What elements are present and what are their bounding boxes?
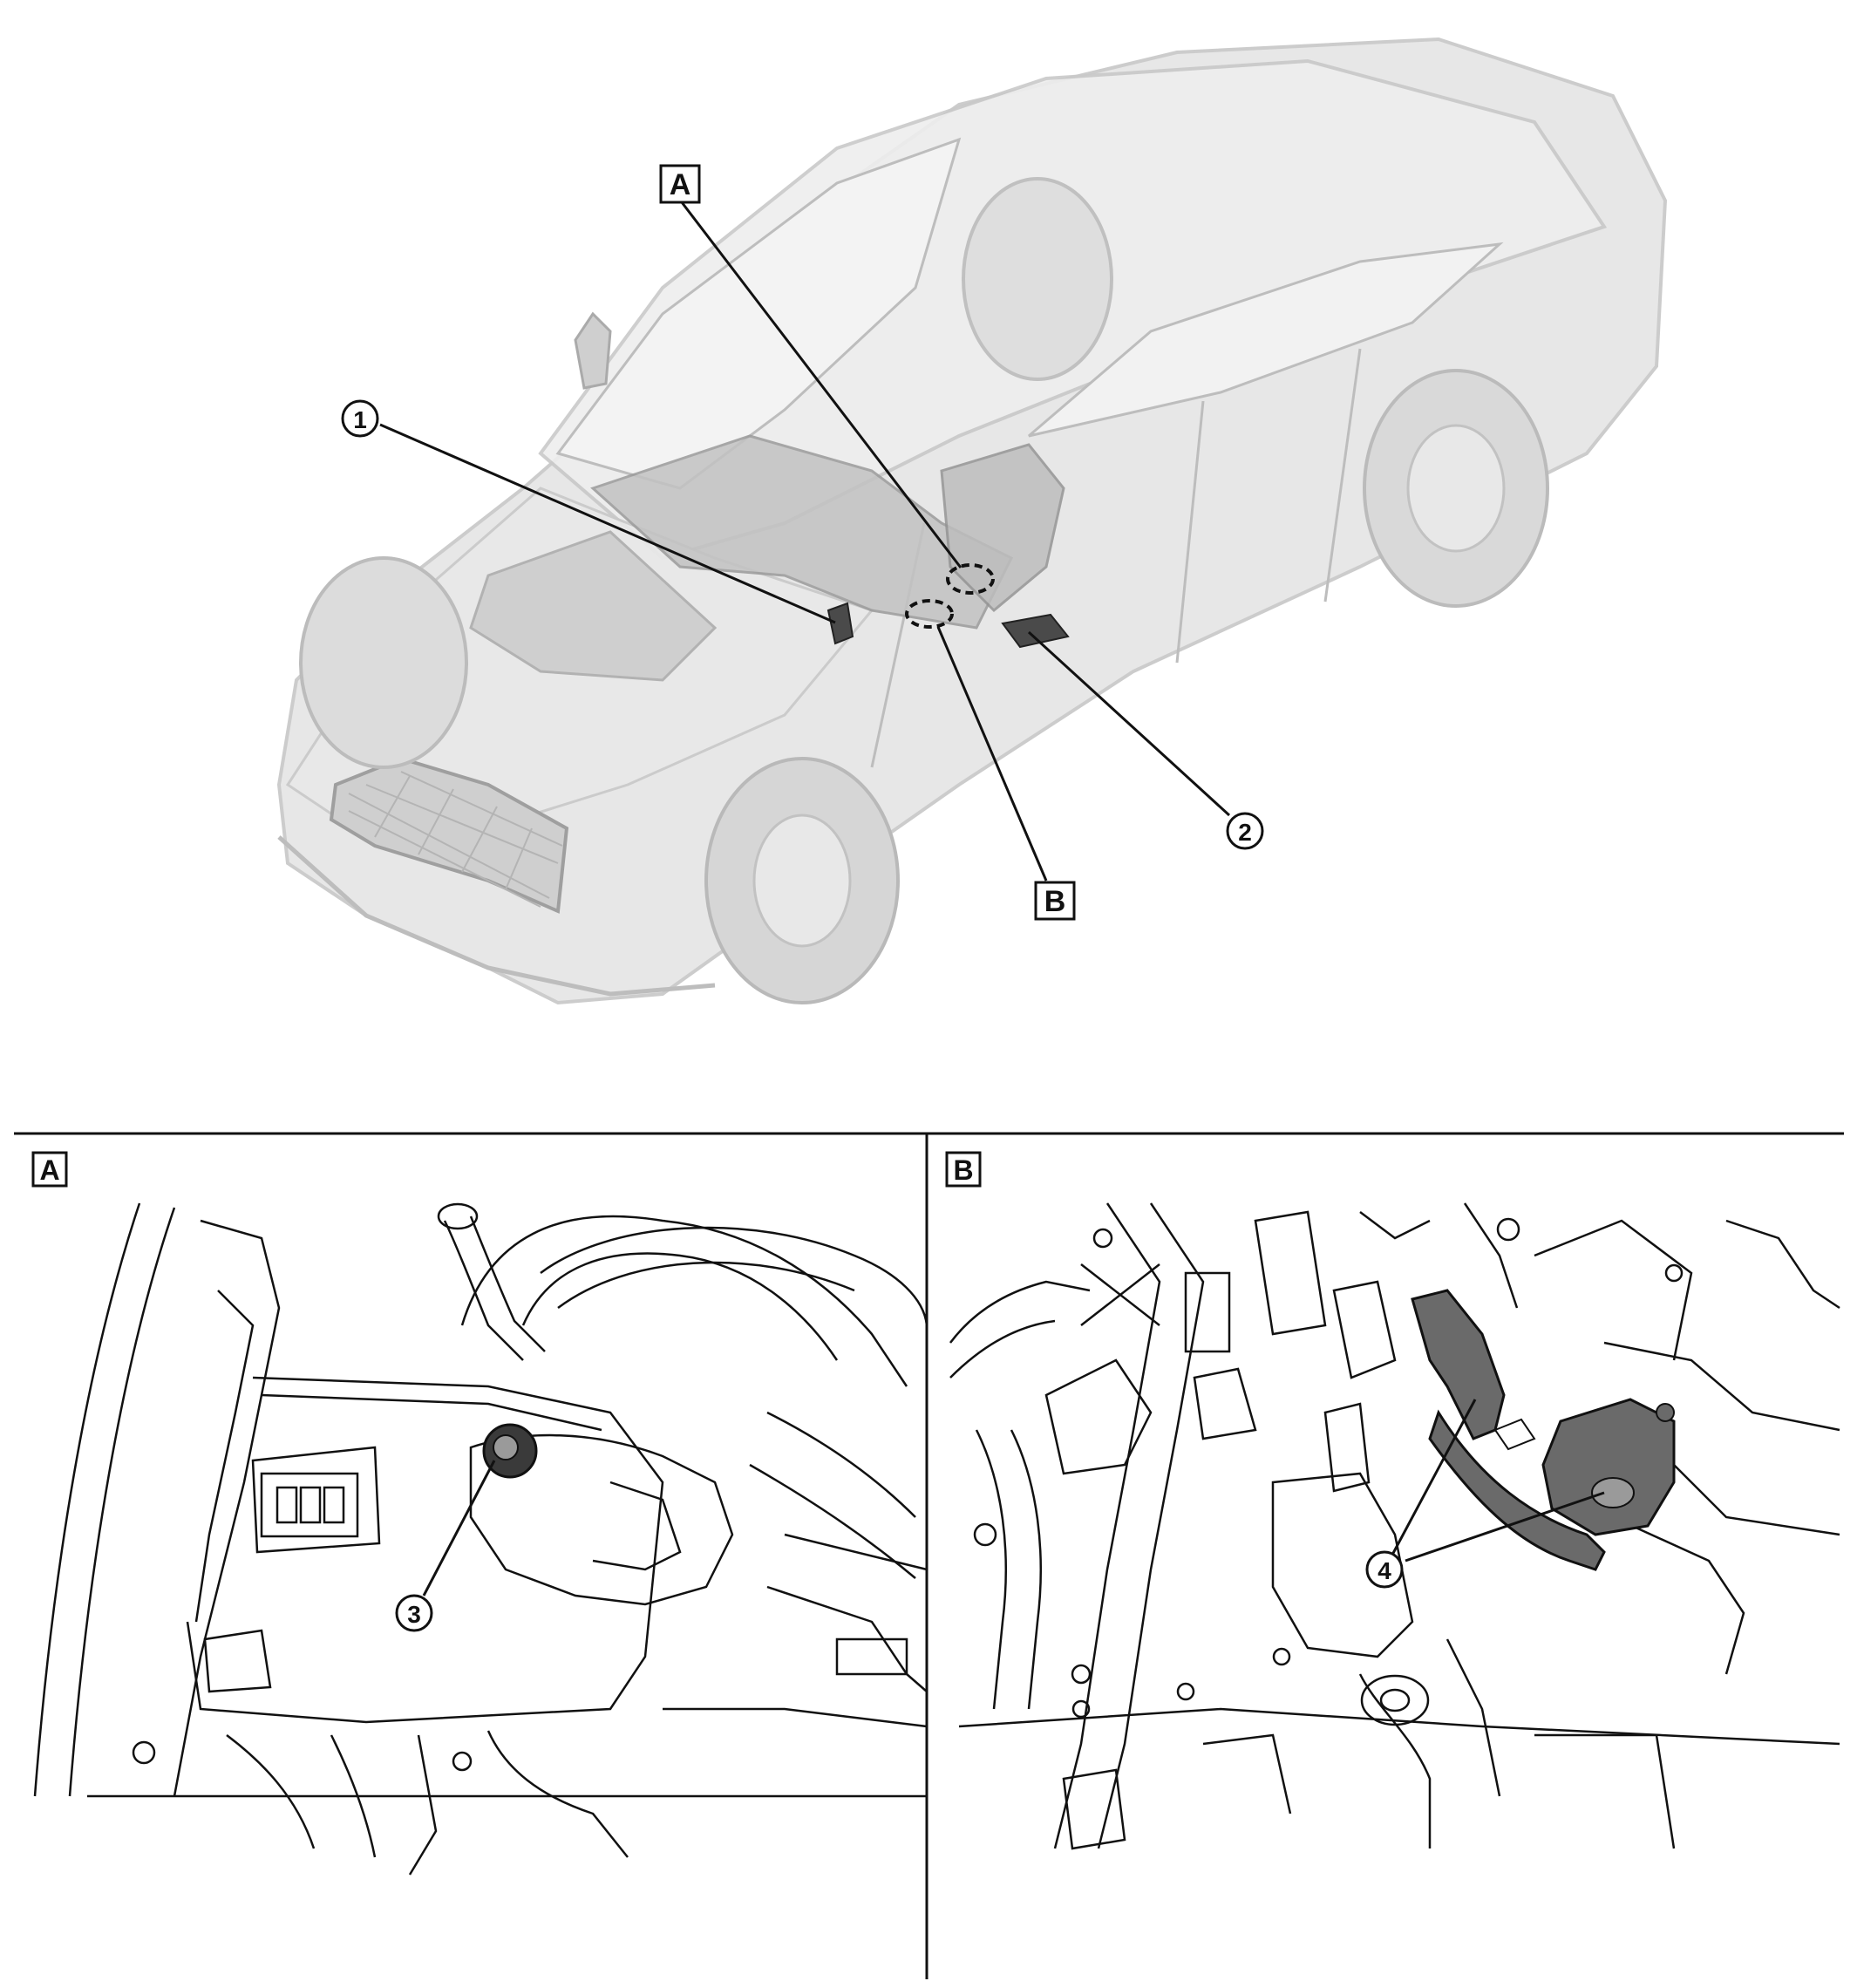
- car-grille-mesh: [348, 771, 563, 908]
- callout-4-label: 4: [1377, 1557, 1391, 1584]
- callout-3-label: 3: [407, 1601, 421, 1628]
- callout-1-circle: [341, 399, 379, 438]
- locator-ellipse-a: [946, 563, 995, 595]
- view-b-box: [1034, 881, 1076, 921]
- panel-a-drawing: [33, 1202, 928, 1876]
- leader-4a: [1390, 1399, 1477, 1557]
- panel-b-label-box: [945, 1151, 982, 1188]
- leader-1: [379, 423, 836, 624]
- leader-a: [680, 201, 963, 568]
- component-4-port: [1591, 1477, 1635, 1508]
- callout-1-label: 1: [353, 406, 367, 433]
- component-4-body: [1541, 1398, 1676, 1536]
- callout-3-circle: [395, 1594, 433, 1632]
- leader-3: [422, 1460, 496, 1597]
- part-2-marker: [1001, 613, 1070, 649]
- steering-area: [940, 443, 1065, 613]
- wheel-hub-rear-right: [1406, 424, 1506, 553]
- car-bumper: [277, 835, 716, 997]
- leader-4-lines: [1390, 1399, 1605, 1562]
- car-overview: [276, 37, 1668, 1005]
- panel-a-label: A: [39, 1154, 59, 1186]
- wheel-front-left: [299, 556, 468, 769]
- view-b-label: B: [1044, 885, 1066, 918]
- panel-b-label: B: [953, 1154, 973, 1186]
- panel-a-label-box: [31, 1151, 68, 1188]
- car-grille: [329, 756, 569, 914]
- component-4-connector: [1493, 1418, 1536, 1451]
- callout-2-label: 2: [1238, 819, 1252, 846]
- overview-callouts: A 1 B 2: [341, 164, 1264, 921]
- part-1-marker: [826, 602, 854, 645]
- engine-bay-components: [469, 530, 718, 682]
- callout-2-circle: [1226, 812, 1264, 850]
- view-a-label: A: [670, 168, 691, 201]
- callout-4-circle: [1365, 1550, 1404, 1589]
- component-3: [482, 1423, 538, 1479]
- wheel-rear-left: [962, 177, 1113, 381]
- component-4-harness: [1411, 1289, 1506, 1440]
- panel-b: B: [945, 1151, 1840, 1850]
- leader-2: [1027, 630, 1231, 817]
- panel-b-drawing: [949, 1202, 1840, 1850]
- panel-frame: [14, 1132, 1844, 1979]
- car-side-window: [1028, 242, 1504, 438]
- component-4-fastener: [1656, 1403, 1675, 1422]
- component-4: [1411, 1289, 1676, 1571]
- leader-b: [936, 626, 1048, 882]
- wheel-hub-front-right: [752, 814, 852, 948]
- overview-leader-lines: [379, 201, 1231, 882]
- component-4-harness-tail: [1428, 1409, 1606, 1571]
- panel-a: A: [31, 1151, 928, 1876]
- car-side-mirror: [574, 311, 612, 390]
- view-a-box: [659, 164, 701, 204]
- leader-4b: [1405, 1491, 1605, 1562]
- locator-ellipse-b: [905, 599, 954, 629]
